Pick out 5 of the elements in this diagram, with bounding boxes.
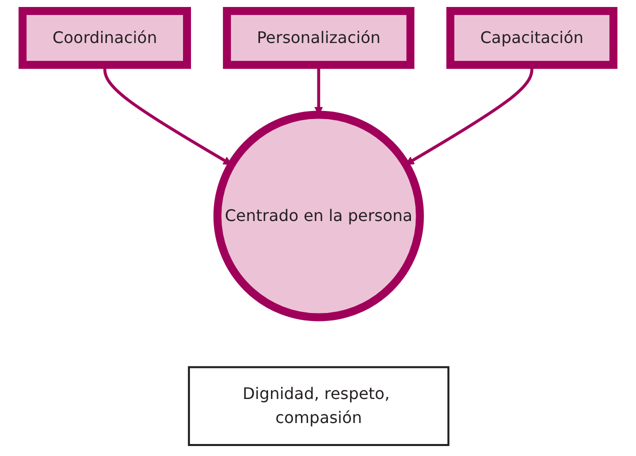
node-box: Capacitación xyxy=(446,7,618,69)
node-box: Personalización xyxy=(222,7,414,69)
node-box: Dignidad, respeto, compasión xyxy=(188,366,450,446)
node-circle: Centrado en la persona xyxy=(213,110,424,322)
node-box: Coordinación xyxy=(18,7,191,69)
